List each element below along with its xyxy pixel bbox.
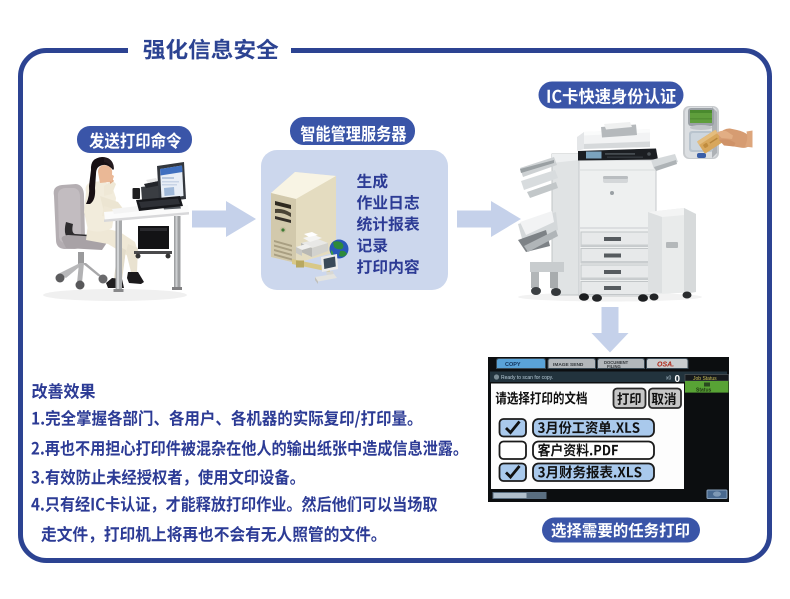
svg-text:x0: x0 <box>666 376 672 382</box>
svg-text:FILING: FILING <box>607 364 621 369</box>
svg-text:DOCUMENT: DOCUMENT <box>604 360 629 365</box>
svg-text:OSA.: OSA. <box>657 362 674 369</box>
svg-text:COPY: COPY <box>505 362 521 368</box>
svg-text:Ready to scan for copy.: Ready to scan for copy. <box>501 375 553 381</box>
svg-text:0: 0 <box>675 374 681 385</box>
svg-text:Status: Status <box>696 388 712 394</box>
svg-text:IMAGE SEND: IMAGE SEND <box>553 362 584 368</box>
svg-text:Job Status: Job Status <box>693 376 717 382</box>
